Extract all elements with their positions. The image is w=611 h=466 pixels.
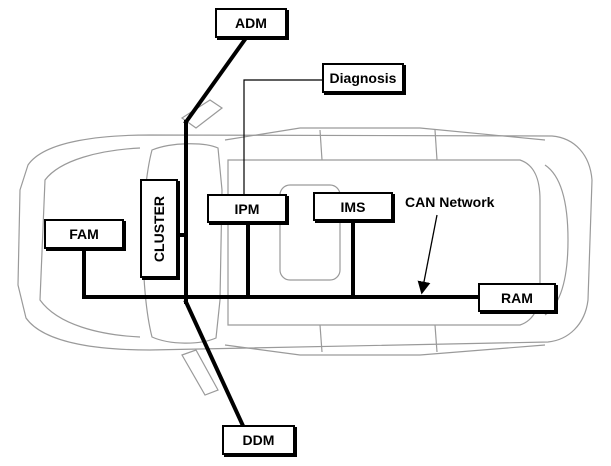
ddm-feed-line xyxy=(183,299,247,431)
adm-feed-line xyxy=(183,35,249,125)
right-mirror xyxy=(181,349,219,396)
vehicle-body xyxy=(17,134,593,351)
diagnosis-line xyxy=(243,79,322,194)
front-door-line-bottom xyxy=(319,324,323,353)
ddm-module-box: DDM xyxy=(222,425,295,455)
can-bus-wiring xyxy=(82,35,480,431)
sunroof xyxy=(279,184,341,281)
adm-label: ADM xyxy=(235,15,267,31)
cluster-label: CLUSTER xyxy=(151,195,167,262)
ipm-label: IPM xyxy=(234,200,260,217)
ims-module-box: IMS xyxy=(313,192,393,221)
ddm-label: DDM xyxy=(242,432,275,448)
side-window-bottom xyxy=(224,344,546,356)
rear-door-line-top xyxy=(434,129,438,161)
rear-window xyxy=(544,164,569,316)
cluster-module-box: CLUSTER xyxy=(140,179,178,278)
vehicle-outline xyxy=(17,99,593,396)
side-window-top xyxy=(224,127,546,141)
adm-module-box: ADM xyxy=(215,8,287,38)
can-network-label: CAN Network xyxy=(405,194,495,210)
ipm-module-box: IPM xyxy=(207,194,287,223)
ram-label: RAM xyxy=(501,289,533,306)
left-mirror xyxy=(180,99,224,129)
front-door-line-top xyxy=(319,129,323,161)
fam-module-box: FAM xyxy=(44,219,124,249)
diagnosis-module-box: Diagnosis xyxy=(322,63,404,93)
diagnosis-label: Diagnosis xyxy=(329,70,397,86)
ram-module-box: RAM xyxy=(478,283,556,312)
can-network-arrow xyxy=(417,214,438,295)
rear-door-line-bottom xyxy=(434,324,438,353)
fam-label: FAM xyxy=(69,226,99,242)
ims-label: IMS xyxy=(340,198,366,215)
hood-line xyxy=(39,147,141,338)
